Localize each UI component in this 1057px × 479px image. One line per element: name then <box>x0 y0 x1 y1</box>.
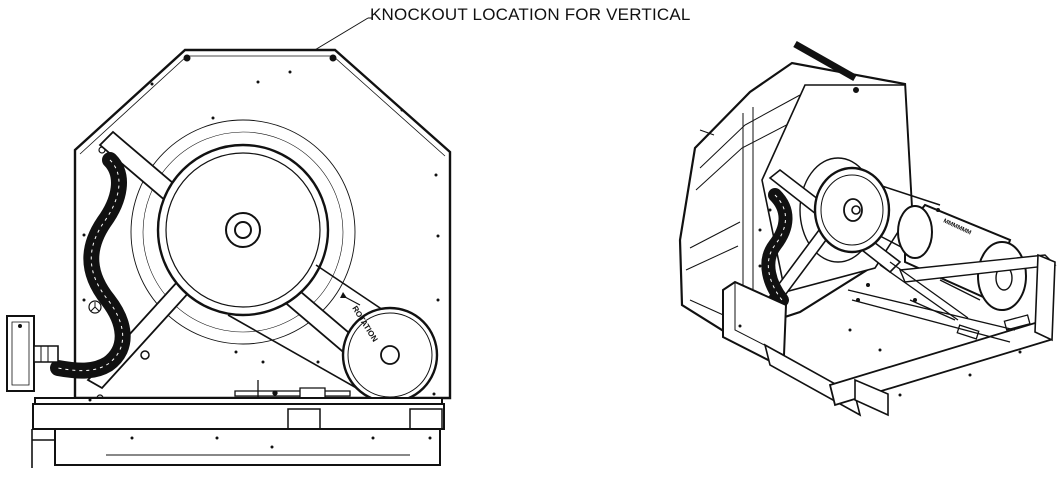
conduit-highlight <box>58 160 123 371</box>
iso-fan-pulley-shaft <box>852 206 860 214</box>
iso-base-right-bracket <box>1035 255 1055 340</box>
iso-base-rail-side <box>855 380 888 415</box>
base-channel <box>55 429 440 465</box>
ground-symbol-mark <box>91 302 99 311</box>
iso-motor-end-cap <box>978 242 1026 310</box>
fan-pulley-shaft <box>235 222 251 238</box>
iso-motor-pulley <box>898 206 932 258</box>
housing-rivets <box>82 54 440 364</box>
iso-housing-ribs <box>686 95 800 318</box>
blower-housing-inner-line <box>80 56 445 156</box>
front-view <box>7 50 450 468</box>
blower-wheel-outer-ring <box>131 120 355 344</box>
fan-pulley-outer <box>158 145 328 315</box>
isometric-view <box>680 44 1055 415</box>
rotation-arrow-icon <box>340 292 360 305</box>
fan-pulley-hub <box>226 213 260 247</box>
iso-base-rail-front <box>830 320 1050 405</box>
iso-top-strap <box>795 44 855 78</box>
iso-fan-pulley-hub <box>844 199 862 221</box>
junction-box <box>7 316 34 391</box>
knockout-location-callout: KNOCKOUT LOCATION FOR VERTICAL <box>370 5 691 24</box>
rail-holes <box>88 392 436 449</box>
bearing-bolt-left <box>141 351 149 359</box>
ground-symbol-icon <box>89 301 101 313</box>
iso-housing-rivet <box>854 88 859 93</box>
conduit-fitting <box>34 346 58 362</box>
mounting-rail-body <box>33 404 444 429</box>
junction-box-screw <box>19 325 22 328</box>
iso-conduit-highlight <box>768 195 785 300</box>
blower-wheel-inner-ring <box>143 132 343 332</box>
motor-pulley-outer <box>343 308 437 402</box>
fan-pulley-rim <box>166 153 320 307</box>
junction-box-lid <box>12 322 29 385</box>
motor-pulley-hub <box>381 346 399 364</box>
iso-fan-pulley-rim <box>821 175 883 245</box>
iso-hardware-dots <box>738 208 1022 397</box>
iso-slide-rails <box>848 262 1030 342</box>
